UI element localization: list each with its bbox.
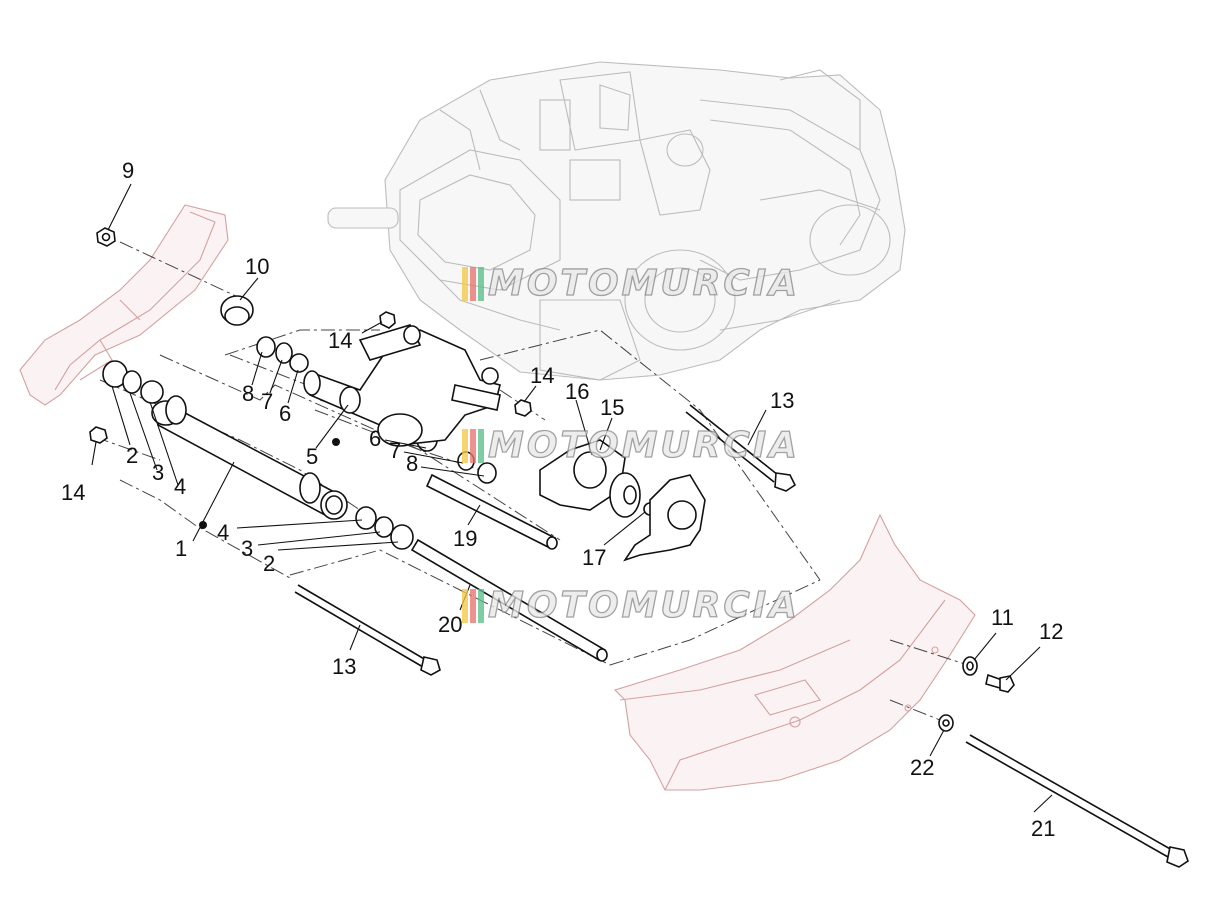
part-20-pin <box>410 538 608 662</box>
part-10-bushing <box>220 295 254 326</box>
callout-14-top: 14 <box>328 328 353 353</box>
callout-5: 5 <box>306 444 319 469</box>
part-21-long-bolt <box>965 734 1189 868</box>
watermark-text: MOTOMURCIA <box>487 262 801 304</box>
callout-14-left: 14 <box>61 480 86 505</box>
left-frame-bracket <box>19 204 229 406</box>
reference-dot-upper <box>332 438 340 446</box>
part-9-nut <box>96 227 116 247</box>
watermark-logo-middle: MOTOMURCIA <box>462 424 801 467</box>
callout-12: 12 <box>1039 619 1064 644</box>
watermark-logo-top: MOTOMURCIA <box>462 262 801 305</box>
callout-8-mid: 8 <box>406 451 419 476</box>
part-11-washer <box>962 656 978 676</box>
callout-21: 21 <box>1031 816 1056 841</box>
part-19-pin <box>425 473 558 550</box>
engine-assembly <box>327 61 906 381</box>
callout-17: 17 <box>582 545 607 570</box>
part-5-upper-swingarm <box>303 324 501 447</box>
bearing-set-upper <box>256 336 309 373</box>
watermark-text: MOTOMURCIA <box>487 424 801 466</box>
callout-9: 9 <box>122 158 135 183</box>
callout-3-left: 3 <box>152 460 165 485</box>
right-frame-bracket <box>613 513 976 791</box>
callout-7-upper: 7 <box>261 389 274 414</box>
part-14-nut-top <box>379 311 396 329</box>
part-17-cover <box>623 474 706 562</box>
callout-11: 11 <box>991 605 1014 630</box>
part-15-flange <box>609 472 657 518</box>
bearing-set-left <box>102 360 164 404</box>
watermark-stripes-icon <box>462 588 484 623</box>
callout-13-lower: 13 <box>332 654 357 679</box>
callout-6-mid: 6 <box>369 426 382 451</box>
part-22-washer <box>938 714 954 732</box>
callout-4-left: 4 <box>174 474 187 499</box>
callout-19: 19 <box>453 526 478 551</box>
part-13-bolt-lower <box>294 584 441 676</box>
callout-20: 20 <box>438 612 463 637</box>
watermark-stripes-icon <box>462 428 484 463</box>
callout-10: 10 <box>245 254 270 279</box>
callout-1: 1 <box>175 536 188 561</box>
callout-8-upper: 8 <box>242 381 255 406</box>
callout-14-mid: 14 <box>530 363 555 388</box>
callout-13-upper: 13 <box>770 388 795 413</box>
callout-2-lower: 2 <box>263 551 276 576</box>
callout-2-left: 2 <box>126 443 139 468</box>
part-1-swingarm-tube <box>151 395 348 520</box>
callout-7-mid: 7 <box>389 438 402 463</box>
part-13-bolt-upper <box>685 404 797 492</box>
callout-3-lower: 3 <box>241 536 254 561</box>
reference-dot-lower <box>199 521 207 529</box>
callout-6-upper: 6 <box>279 401 292 426</box>
callout-16: 16 <box>565 379 590 404</box>
callout-15: 15 <box>600 395 625 420</box>
part-12-bolt <box>985 673 1015 693</box>
watermark-stripes-icon <box>462 266 484 301</box>
callout-4-lower: 4 <box>217 520 230 545</box>
watermark-text: MOTOMURCIA <box>487 584 801 626</box>
part-14-nut-left <box>89 426 108 444</box>
part-14-nut-mid <box>514 399 532 417</box>
watermark-logo-bottom: MOTOMURCIA <box>462 584 801 627</box>
callout-22: 22 <box>910 755 935 780</box>
